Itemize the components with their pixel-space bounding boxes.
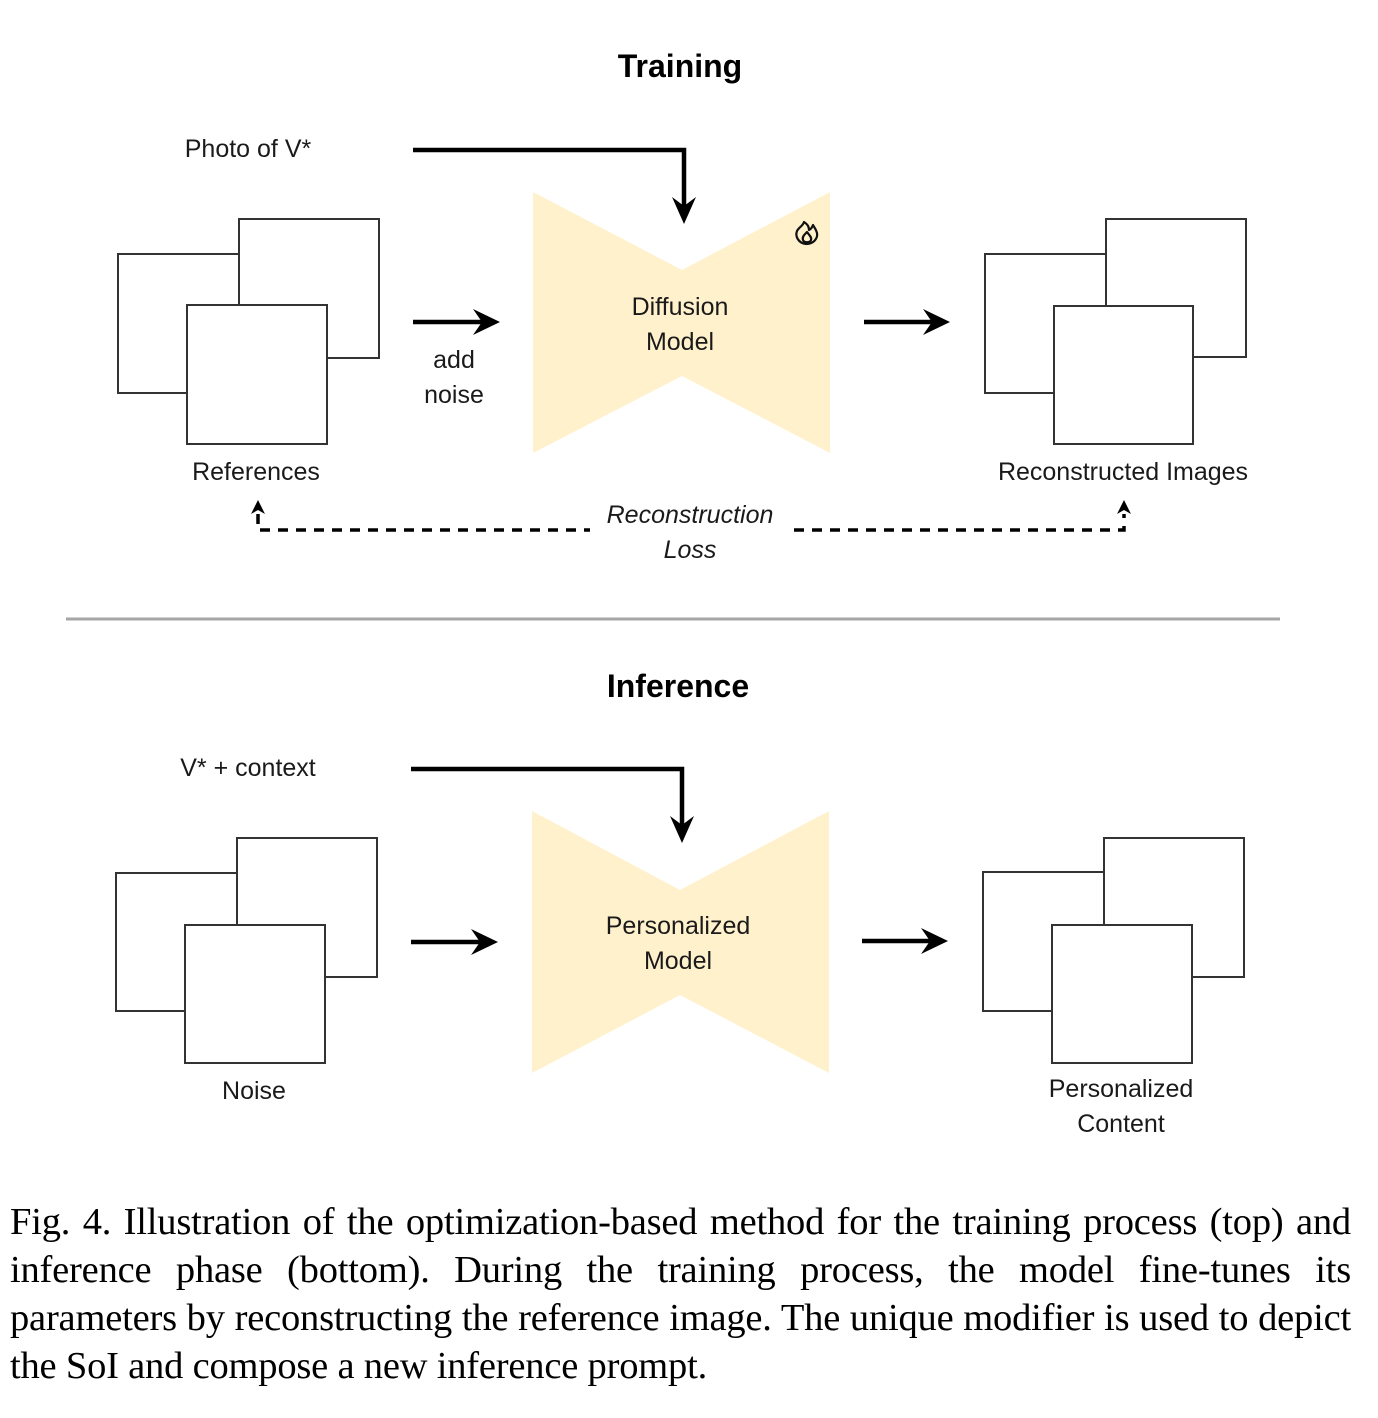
diffusion-model-shape <box>533 192 830 453</box>
prompt-to-model-arrow <box>413 147 696 224</box>
reference-image-front <box>186 304 328 445</box>
noise-image-front <box>184 924 326 1064</box>
training-section: Training Photo of V* References add nois… <box>117 48 1248 564</box>
flame-icon <box>795 220 819 246</box>
training-title: Training <box>618 48 742 84</box>
noise-label: Noise <box>222 1077 286 1105</box>
reconstructed-images-label: Reconstructed Images <box>998 458 1248 486</box>
training-prompt-label: Photo of V* <box>185 135 312 163</box>
inference-title: Inference <box>607 668 749 704</box>
model-to-output-arrow-inference <box>862 928 948 954</box>
inference-section: Inference V* + context Noise Personalize… <box>115 668 1245 1138</box>
noise-to-model-arrow <box>411 929 498 955</box>
references-image-stack <box>117 218 380 445</box>
loss-arrowhead-left <box>251 500 265 514</box>
personalized-model-label-line2: Model <box>644 947 712 975</box>
reconstruction-loss-label-line1: Reconstruction <box>607 501 774 529</box>
personalized-model-label-line1: Personalized <box>606 912 751 940</box>
model-to-output-arrow <box>864 309 950 335</box>
personalized-model-shape <box>532 811 829 1073</box>
personalized-content-label-line2: Content <box>1077 1110 1165 1138</box>
prompt-to-model-arrow-inference <box>411 766 694 843</box>
references-label: References <box>192 458 320 486</box>
personalized-image-front <box>1051 924 1193 1064</box>
noise-image-stack <box>115 837 378 1064</box>
personalized-content-stack <box>982 837 1245 1064</box>
reconstructed-image-stack <box>984 218 1247 445</box>
add-noise-label-line2: noise <box>424 381 484 409</box>
add-noise-arrow <box>413 309 500 335</box>
add-noise-label-line1: add <box>433 346 475 374</box>
diffusion-model-label-line1: Diffusion <box>632 293 729 321</box>
inference-prompt-label: V* + context <box>180 754 316 782</box>
personalized-content-label-line1: Personalized <box>1049 1075 1194 1103</box>
reconstruction-loss-label-line2: Loss <box>664 536 717 564</box>
loss-arrowhead-right <box>1117 500 1131 514</box>
reconstruction-loss-connector <box>256 514 1126 532</box>
reconstructed-image-front <box>1053 305 1194 445</box>
figure-diagram: Training Photo of V* References add nois… <box>66 48 1280 1138</box>
diffusion-model-label-line2: Model <box>646 328 714 356</box>
figure-caption: Fig. 4. Illustration of the optimization… <box>10 1201 1351 1387</box>
